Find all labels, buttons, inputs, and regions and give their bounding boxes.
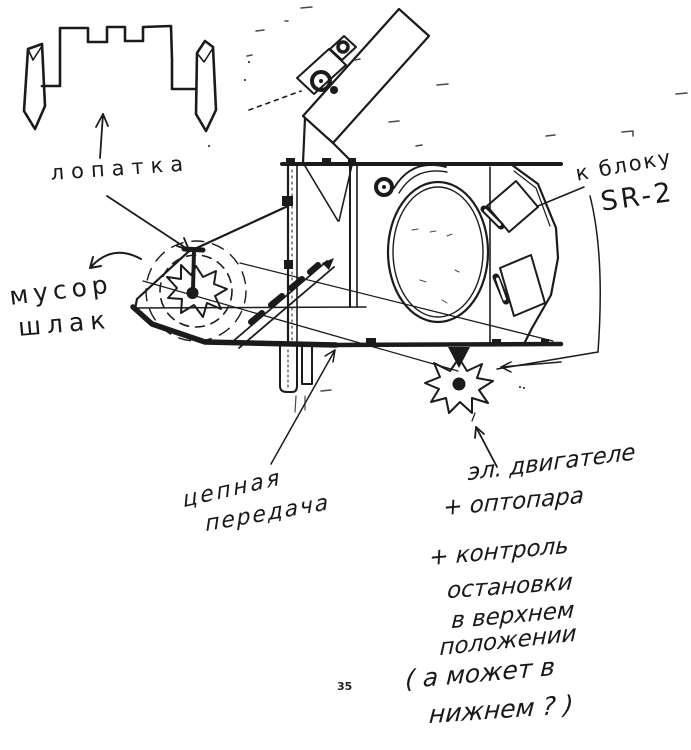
sensor-plate-lower (499, 254, 546, 317)
burst-star-sketch (424, 347, 494, 414)
wheel-pin (191, 249, 196, 291)
chute-sketch (248, 7, 431, 222)
up-arrow (95, 113, 109, 159)
chain-pointer-arrow (270, 349, 336, 465)
drum-sketch (386, 180, 490, 324)
blade-right-ribbon (194, 39, 218, 133)
conveyor-sketch (230, 258, 335, 349)
bolt (374, 177, 394, 197)
blade-left-ribbon (22, 42, 47, 131)
scan-noise-marks (208, 6, 688, 392)
sr2-bracket-line (496, 186, 601, 370)
page-number: 35 (337, 680, 353, 693)
pin-head (186, 287, 199, 299)
label-debris-line2: шлак (16, 304, 113, 342)
machine-body-sketch (280, 158, 564, 348)
blade-profile-sketch (22, 24, 218, 133)
hopper-sketch (130, 204, 367, 348)
blade-pointer-arrow (106, 195, 190, 251)
motor-sketch (296, 35, 357, 95)
chain-run-lines (142, 262, 554, 372)
motor-gear (310, 70, 332, 92)
star-wheel-sketch (145, 240, 247, 342)
scoop-edge (130, 304, 339, 348)
rotation-arrow (89, 251, 142, 269)
burst-pointer-arrow (471, 412, 498, 468)
legs-sketch (279, 345, 313, 413)
conveyor-arrowhead (322, 258, 334, 270)
star-wheel (166, 264, 228, 318)
sensor-plates-sketch (480, 180, 546, 317)
